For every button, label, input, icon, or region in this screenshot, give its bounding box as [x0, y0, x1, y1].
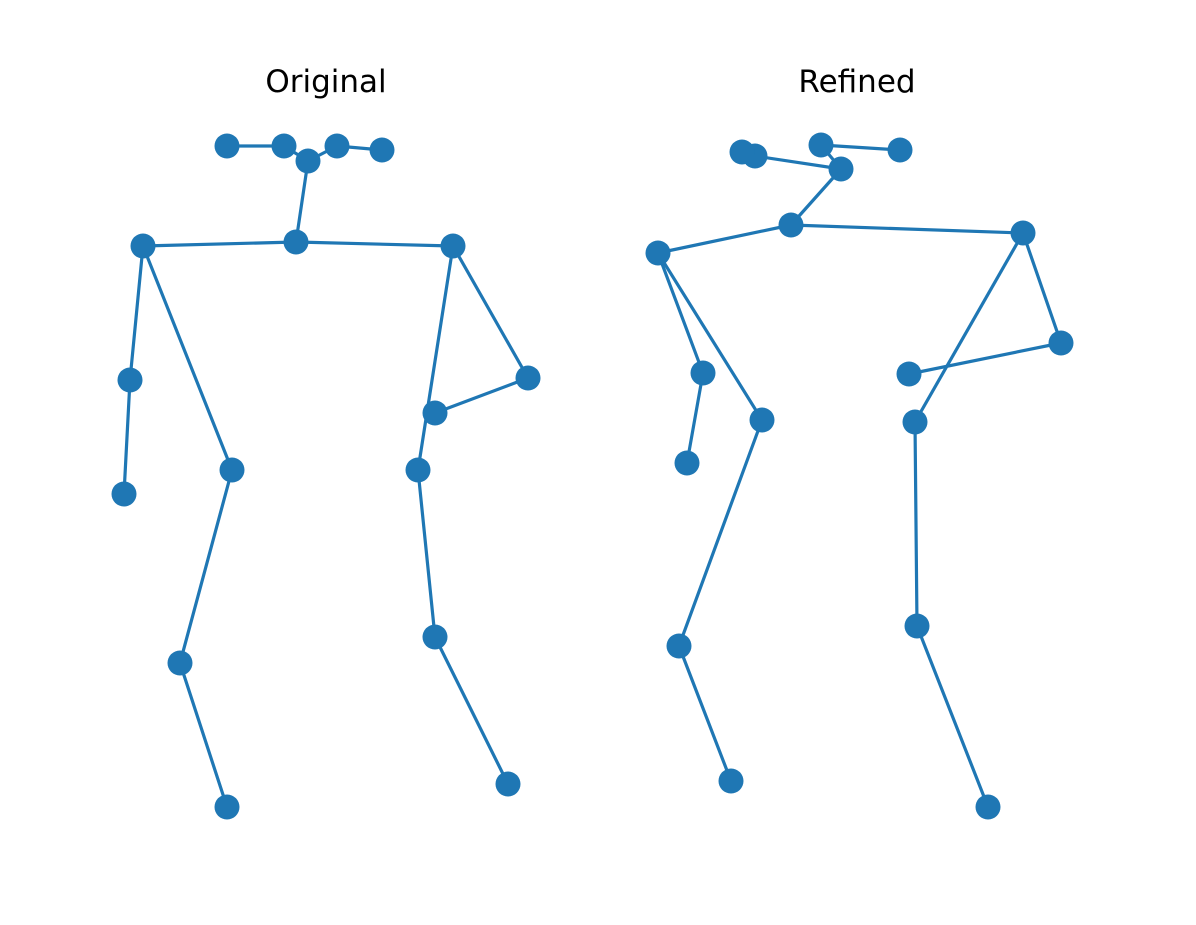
panel-title-original: Original: [265, 64, 387, 100]
bone-left-elbow-to-left-wrist: [685, 371, 705, 465]
joint-left-eye: [271, 133, 297, 159]
joint-left-ankle: [718, 768, 744, 794]
bone-right-shoulder-to-right-elbow: [1021, 231, 1063, 345]
bone-neck-to-right-shoulder: [294, 240, 455, 248]
joint-left-shoulder: [130, 233, 156, 259]
bone-right-elbow-to-right-wrist: [907, 341, 1063, 376]
bone-right-shoulder-to-right-hip: [416, 244, 455, 472]
bone-left-shoulder-to-left-elbow: [128, 244, 145, 382]
joint-right-ear: [369, 137, 395, 163]
bone-left-hip-to-left-knee: [677, 418, 764, 648]
bone-nose-to-neck: [789, 167, 843, 227]
bone-left-eye-to-nose: [753, 154, 843, 171]
joint-right-shoulder: [1010, 220, 1036, 246]
joint-right-knee: [904, 613, 930, 639]
joint-right-elbow: [515, 365, 541, 391]
joint-left-ankle: [214, 794, 240, 820]
bone-left-shoulder-to-left-hip: [656, 251, 764, 422]
joint-neck: [778, 212, 804, 238]
joint-right-shoulder: [440, 233, 466, 259]
joint-left-ear: [729, 139, 755, 165]
bone-right-shoulder-to-right-hip: [913, 231, 1025, 424]
bone-right-knee-to-right-ankle: [433, 635, 510, 786]
skeleton-refined: [645, 132, 1074, 820]
joint-right-hip: [902, 409, 928, 435]
joint-left-shoulder: [645, 240, 671, 266]
panel-title-refined: Refined: [798, 64, 916, 100]
joint-nose: [295, 148, 321, 174]
bone-nose-to-neck: [294, 159, 310, 244]
joint-neck: [283, 229, 309, 255]
joint-left-knee: [666, 633, 692, 659]
joint-right-wrist: [422, 400, 448, 426]
bone-neck-to-left-shoulder: [656, 223, 793, 255]
bone-left-knee-to-left-ankle: [677, 644, 733, 783]
joint-left-elbow: [690, 360, 716, 386]
bone-neck-to-right-shoulder: [789, 223, 1025, 235]
bone-left-knee-to-left-ankle: [178, 661, 229, 809]
joint-right-ankle: [975, 794, 1001, 820]
joint-left-knee: [167, 650, 193, 676]
joint-left-elbow: [117, 367, 143, 393]
joint-nose: [828, 156, 854, 182]
skeleton-original: [111, 133, 541, 820]
bone-right-hip-to-right-knee: [913, 420, 919, 628]
joint-left-wrist: [674, 450, 700, 476]
bone-right-knee-to-right-ankle: [915, 624, 990, 809]
bone-right-elbow-to-right-wrist: [433, 376, 530, 415]
joint-right-ear: [887, 137, 913, 163]
joint-right-ankle: [495, 771, 521, 797]
bone-left-shoulder-to-left-hip: [141, 244, 234, 472]
joint-left-hip: [749, 407, 775, 433]
joint-right-eye: [808, 132, 834, 158]
joint-left-ear: [214, 133, 240, 159]
joint-right-elbow: [1048, 330, 1074, 356]
bone-right-shoulder-to-right-elbow: [451, 244, 530, 380]
joint-right-wrist: [896, 361, 922, 387]
bone-left-elbow-to-left-wrist: [122, 378, 132, 496]
joint-right-knee: [422, 624, 448, 650]
bone-right-hip-to-right-knee: [416, 468, 437, 639]
joint-left-wrist: [111, 481, 137, 507]
joint-left-hip: [219, 457, 245, 483]
bone-left-shoulder-to-left-elbow: [656, 251, 705, 375]
bone-right-eye-to-right-ear: [819, 143, 902, 152]
joint-right-eye: [324, 133, 350, 159]
bone-neck-to-left-shoulder: [141, 240, 298, 248]
bone-left-hip-to-left-knee: [178, 468, 234, 665]
joint-right-hip: [405, 457, 431, 483]
